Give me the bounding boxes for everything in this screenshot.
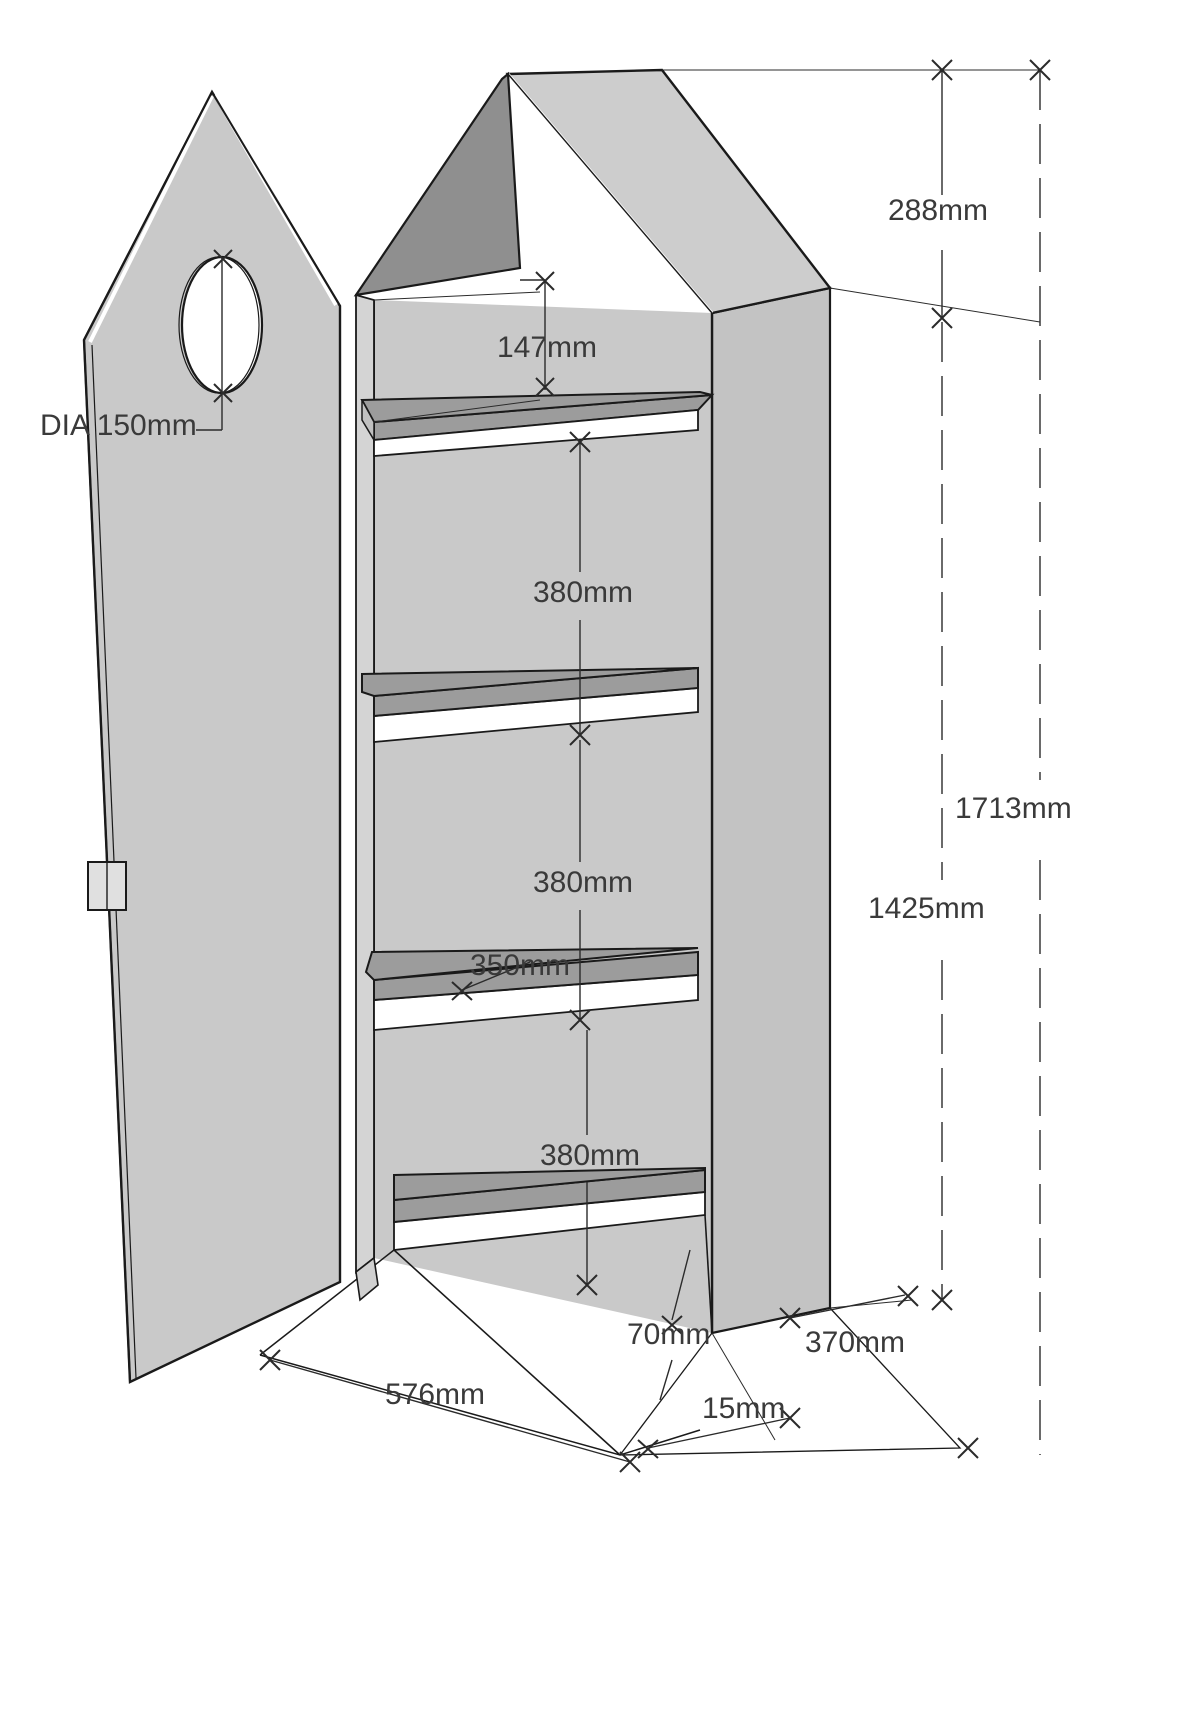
door-hinge xyxy=(87,861,127,911)
roof-left xyxy=(353,71,522,297)
back-panel xyxy=(374,300,712,1333)
shelf-1 xyxy=(360,390,715,457)
dim-total-height: 1713mm xyxy=(955,792,1072,825)
dim-body-height: 1425mm xyxy=(868,892,985,925)
base-plinth xyxy=(393,1214,713,1456)
door-panel xyxy=(82,89,342,1384)
dim-top-shelf-gap: 147mm xyxy=(497,331,597,364)
dim-roof-height: 288mm xyxy=(888,194,988,227)
front-post xyxy=(355,1256,379,1302)
dimension-labels: DIA 150mm 147mm 288mm 380mm 380mm 350mm … xyxy=(40,194,1072,1425)
left-interior-edge xyxy=(355,293,375,1274)
shelf-2 xyxy=(361,666,699,743)
shelf-3 xyxy=(364,947,699,1031)
dim-shelf-gap-1: 380mm xyxy=(533,576,633,609)
dim-shelf-depth: 350mm xyxy=(470,949,570,982)
dimension-lines xyxy=(196,59,1051,1473)
dim-panel-thickness: 15mm xyxy=(702,1392,785,1425)
dim-body-width: 576mm xyxy=(385,1378,485,1411)
dim-shelf-gap-3: 380mm xyxy=(540,1139,640,1172)
side-panel xyxy=(710,286,832,1335)
dim-shelf-gap-2: 380mm xyxy=(533,866,633,899)
shelf-4 xyxy=(393,1166,706,1252)
dim-dia-150: DIA 150mm xyxy=(40,409,197,442)
dim-side-depth: 370mm xyxy=(805,1326,905,1359)
roof-right xyxy=(505,68,833,315)
dim-plinth-height: 70mm xyxy=(627,1318,710,1351)
